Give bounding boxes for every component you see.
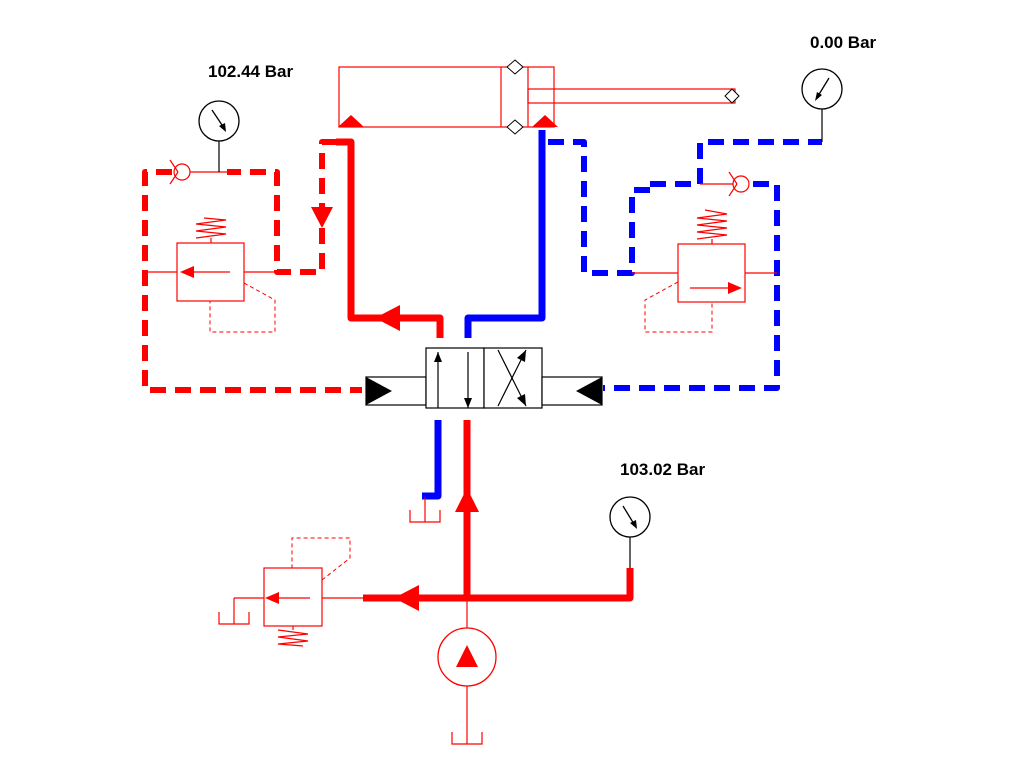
cylinder-rod-port-arrow [532, 115, 558, 127]
flow-direction-arrow [455, 488, 479, 512]
flow-direction-arrow [311, 207, 333, 228]
gauge-reading-right: 0.00 Bar [810, 33, 877, 52]
return-line-right-gauge [650, 139, 822, 187]
relief-valve-icon [145, 217, 277, 333]
cylinder-barrel [338, 66, 555, 128]
tank-icon [409, 498, 441, 523]
valve-envelope-cross [483, 347, 543, 409]
hydraulic-cylinder-icon [338, 59, 740, 135]
relief-valve-icon [234, 537, 363, 647]
pressure-gauge-icon [801, 68, 843, 142]
return-line-to-tank [422, 420, 442, 500]
gauge-reading-left: 102.44 Bar [208, 62, 294, 81]
return-line-right-upper [548, 139, 650, 276]
spring-icon [696, 209, 728, 240]
pump-icon [437, 598, 497, 744]
pilot-arrow-left [366, 377, 392, 405]
cylinder-rod [527, 88, 736, 104]
relief-valve-icon [632, 209, 777, 333]
directional-valve-icon [365, 347, 603, 409]
pilot-pressure-line-left-lower [142, 169, 362, 393]
spring-icon [195, 217, 227, 239]
spring-icon [277, 629, 309, 647]
tank-icon [218, 598, 250, 625]
return-line-right-lower [603, 181, 780, 391]
valve-envelope-straight [425, 347, 485, 409]
rod-end-marker [724, 88, 740, 104]
check-valve-icon [700, 171, 750, 197]
return-line-rod-end [464, 130, 546, 338]
tank-icon [451, 732, 483, 745]
flow-direction-arrow [394, 585, 419, 611]
check-valve-icon [169, 159, 227, 185]
cylinder-port-marker [506, 119, 524, 135]
pressure-line-cap-end [336, 138, 444, 338]
cylinder-port-marker [506, 59, 524, 75]
gauge-reading-pump: 103.02 Bar [620, 460, 706, 479]
pilot-arrow-right [576, 377, 602, 405]
pressure-gauge-icon [609, 496, 651, 568]
pump-supply-line [463, 420, 634, 602]
cylinder-cap-port-arrow [338, 115, 364, 127]
pressure-gauge-icon [198, 100, 240, 172]
pilot-pressure-line-left [227, 139, 336, 275]
flow-direction-arrow [375, 305, 400, 331]
